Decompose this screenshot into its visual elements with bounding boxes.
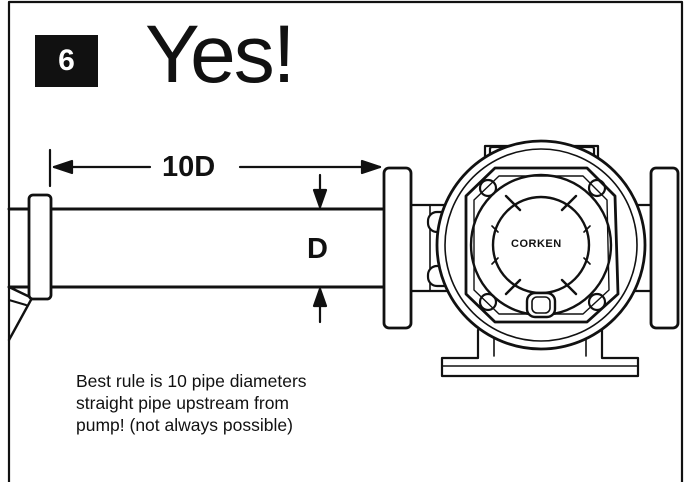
- length-dimension-label: 10D: [156, 151, 222, 184]
- page-title: Yes!: [145, 9, 296, 100]
- diameter-dimension-label: D: [307, 233, 328, 265]
- figure-frame: [7, 0, 684, 482]
- pump-icon: [382, 139, 680, 378]
- pump-brand-label: CORKEN: [511, 238, 562, 250]
- step-number-badge: 6: [35, 35, 98, 87]
- upstream-rule-note: Best rule is 10 pipe diameters straight …: [76, 371, 307, 435]
- pipe-icon: [7, 193, 392, 301]
- dimension-arrow-icon: [48, 148, 382, 324]
